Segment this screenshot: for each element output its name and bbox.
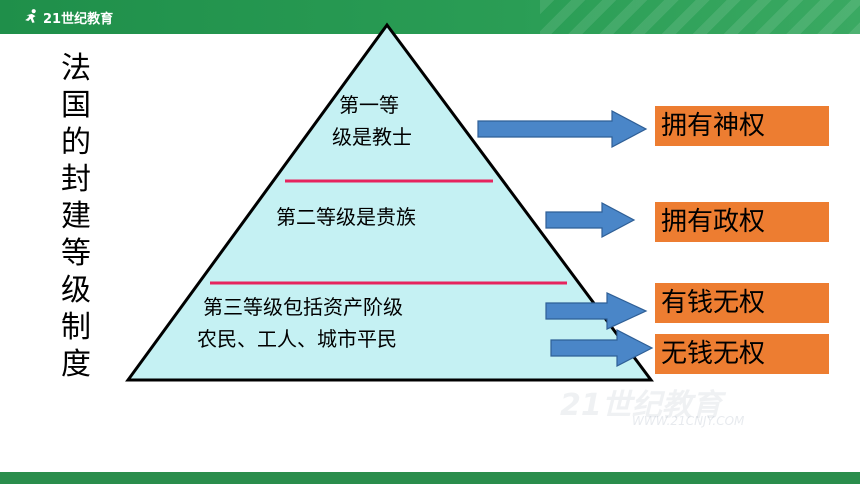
right-box-divine-right: 拥有神权 [655,106,829,146]
tier-2-line-1: 第二等级是贵族 [276,205,416,229]
arrow-tier-1 [477,110,648,148]
title-char: 的 [61,125,91,160]
arrow-tier-2 [545,202,636,238]
title-char: 国 [61,88,91,123]
tier-3-line-2: 农民、工人、城市平民 [197,327,397,351]
watermark-url: WWW.21CNJY.COM [632,414,745,428]
title-char: 度 [61,347,91,382]
title-char: 封 [61,162,91,197]
brand-name: 21世纪教育 [43,11,114,27]
title-char: 建 [61,199,91,234]
title-char: 级 [61,273,91,308]
title-char: 制 [61,310,91,345]
arrow-tier-3b [550,329,654,367]
runner-icon [25,9,36,23]
pyramid-shape [125,22,654,382]
arrow-tier-3a [545,292,648,330]
tier-1-line-1: 第一等 [339,93,399,117]
header-stripes [540,0,860,34]
watermark-brand: 21世纪教育 [560,388,722,423]
right-box-rich-no-power: 有钱无权 [655,283,829,323]
footer-bar [0,472,860,484]
tier-3-text: 第三等级包括资产阶级 农民、工人、城市平民 [197,291,403,355]
tier-1-line-2: 级是教士 [332,125,412,149]
right-box-political-power: 拥有政权 [655,202,829,242]
tier-1-text: 第一等 级是教士 [332,89,412,153]
title-char: 等 [61,236,91,271]
tier-2-text: 第二等级是贵族 [276,201,416,233]
tier-3-line-1: 第三等级包括资产阶级 [203,295,403,319]
header-bar: 21世纪教育 [0,0,860,34]
vertical-title: 法 国 的 封 建 等 级 制 度 [58,50,94,383]
title-char: 法 [61,51,91,86]
right-box-poor-no-power: 无钱无权 [655,334,829,374]
brand-logo: 21世纪教育 [22,6,113,28]
